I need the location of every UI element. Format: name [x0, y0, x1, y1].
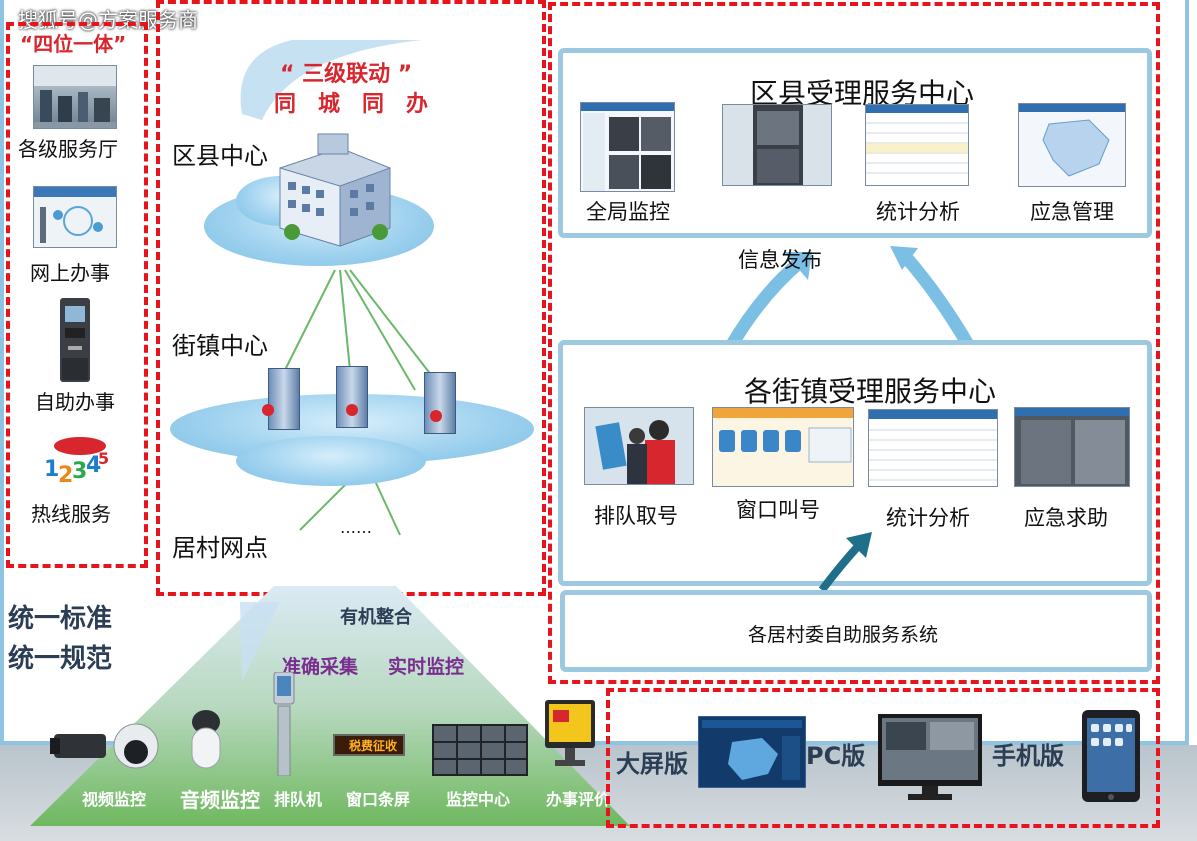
street-stats-screenshot	[868, 409, 998, 487]
pyramid-top-label: 有机整合	[340, 607, 412, 628]
device-label-6: 办事评价	[546, 790, 611, 809]
device-label-5: 监控中心	[446, 790, 511, 809]
tablet-icon	[1082, 710, 1140, 802]
county-item-label-2: 统计分析	[876, 200, 960, 224]
county-stats-screenshot	[865, 104, 969, 186]
upward-arrows	[724, 246, 976, 352]
four-in-one-panel	[6, 22, 148, 568]
street-building-3	[424, 372, 456, 434]
street-item-label-4: 应急求助	[1024, 506, 1108, 530]
evaluation-terminal-icon	[545, 700, 595, 766]
hotline-12345-icon: 1 2 3 4 5	[40, 432, 112, 492]
watermark: 搜狐号@方案服务商	[18, 8, 198, 32]
device-label-4: 窗口条屏	[346, 790, 411, 809]
svg-text:3: 3	[72, 459, 87, 484]
self-service-kiosk-icon	[58, 298, 92, 382]
emergency-help-screenshot	[1014, 407, 1130, 487]
svg-text:1: 1	[44, 457, 59, 482]
svg-text:2: 2	[58, 463, 73, 488]
village-self-service-label: 各居村委自助服务系统	[748, 624, 939, 646]
street-center-title: 各街镇受理服务中心	[744, 375, 997, 408]
street-emblem-3	[430, 410, 442, 422]
level-county-label: 区县中心	[172, 142, 268, 170]
ellipsis-text: ……	[340, 518, 372, 537]
teal-up-arrow	[818, 532, 872, 593]
level-street-label: 街镇中心	[172, 332, 268, 360]
left-item-label-4: 热线服务	[31, 502, 111, 526]
county-item-label-3: 应急管理	[1030, 200, 1114, 224]
device-label-1: 视频监控	[82, 790, 147, 809]
right-system-panel	[548, 2, 1160, 684]
county-monitor-screenshot	[722, 104, 832, 186]
standards-line-2: 统一规范	[8, 644, 113, 674]
street-emblem-2	[346, 404, 358, 416]
emergency-map-screenshot	[1018, 103, 1126, 187]
service-hall-icon	[33, 65, 117, 129]
queue-photo	[584, 407, 694, 485]
street-item-label-1: 排队取号	[594, 504, 678, 528]
info-publish-label: 信息发布	[738, 248, 822, 272]
terminal-pc-label: PC版	[806, 742, 866, 770]
window-led-sign: 税费征收	[333, 734, 405, 756]
street-item-label-2: 窗口叫号	[736, 498, 820, 522]
street-item-label-3: 统计分析	[886, 506, 970, 530]
left-item-label-1: 各级服务厅	[18, 137, 118, 161]
device-label-2: 音频监控	[180, 788, 260, 812]
terminal-mobile-label: 手机版	[992, 742, 1064, 770]
village-self-service-box	[560, 590, 1152, 672]
four-in-one-title: “四位一体”	[20, 32, 127, 56]
terminals-panel	[606, 688, 1160, 828]
pc-monitor-icon	[878, 714, 982, 800]
slogan-line-1: “ 三级联动 ”	[280, 62, 413, 87]
device-label-3: 排队机	[274, 790, 323, 809]
big-screen-dashboard-icon	[698, 716, 806, 788]
standards-line-1: 统一标准	[8, 604, 113, 634]
pyramid-sub-label-right: 实时监控	[388, 656, 465, 678]
video-camera-icon	[50, 723, 159, 769]
county-item-label-1: 全局监控	[586, 200, 670, 224]
audio-monitor-icon	[191, 710, 221, 769]
monitor-wall-icon	[432, 724, 528, 776]
pyramid-sub-label-left: 准确采集	[282, 656, 359, 678]
street-cloud-puff	[236, 436, 426, 486]
queue-machine-icon	[273, 672, 295, 776]
svg-text:5: 5	[98, 449, 109, 468]
terminal-big-screen-label: 大屏版	[616, 750, 688, 778]
street-emblem-1	[262, 404, 274, 416]
level-village-label: 居村网点	[172, 534, 268, 562]
global-monitor-screenshot	[580, 102, 675, 192]
street-building-2	[336, 366, 368, 428]
street-building-1	[268, 368, 300, 430]
left-item-label-3: 自助办事	[35, 390, 115, 414]
slogan-line-2: 同 城 同 办	[274, 92, 429, 117]
online-service-icon	[33, 186, 117, 248]
window-call-screenshot	[712, 407, 854, 487]
county-building-icon	[279, 133, 391, 247]
led-sign-text: 税费征收	[349, 739, 398, 753]
svg-text:4: 4	[86, 453, 101, 478]
swoosh-decoration	[240, 40, 422, 120]
left-item-label-2: 网上办事	[30, 261, 110, 285]
